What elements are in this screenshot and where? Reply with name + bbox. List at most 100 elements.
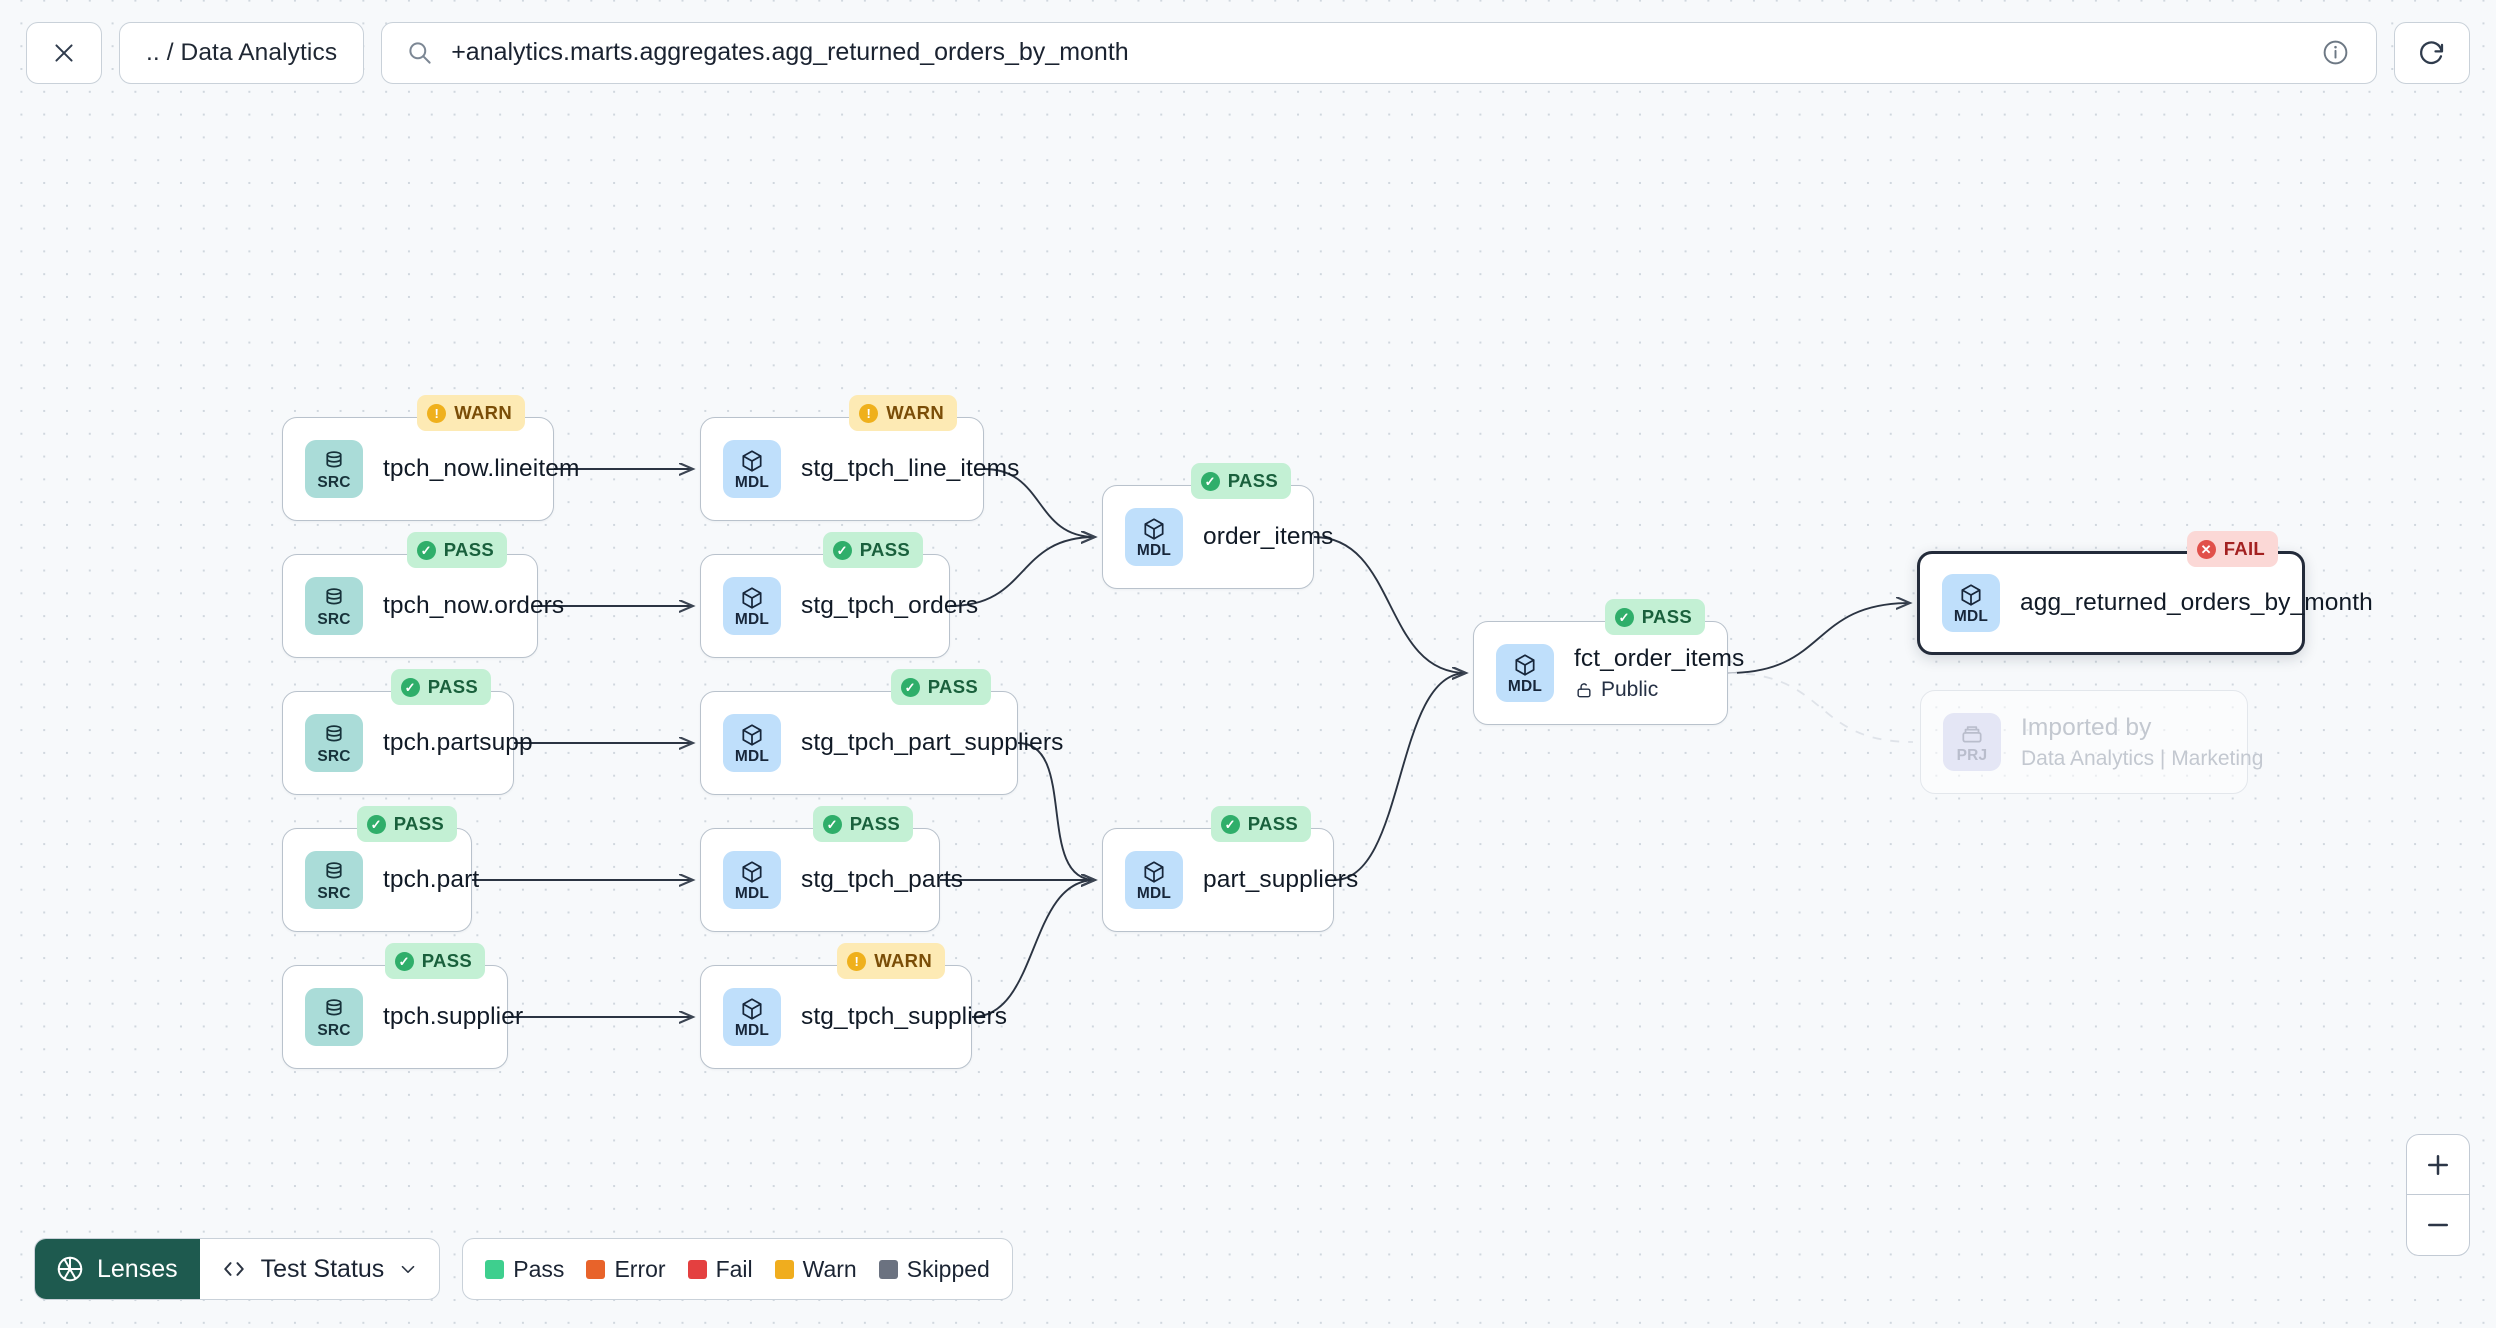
node-type-label: MDL [734, 610, 770, 628]
node-title: tpch.supplier [383, 1003, 524, 1030]
lenses-brand-button[interactable]: Lenses [35, 1239, 200, 1299]
node-title: agg_returned_orders_by_month [2020, 589, 2373, 616]
zoom-controls [2406, 1134, 2470, 1256]
node-type-tile-mdl: MDL [723, 440, 781, 498]
close-button[interactable] [26, 21, 102, 84]
pass-dot-icon: ✓ [416, 540, 436, 560]
node-labels: part_suppliers [1203, 866, 1358, 894]
database-icon [326, 587, 342, 605]
cube-icon [1144, 518, 1164, 540]
node-type-tile-mdl: MDL [1125, 851, 1183, 909]
graph-node-stg_tpch_orders[interactable]: ✓PASS MDL stg_tpch_orders [700, 532, 978, 658]
legend-item-error[interactable]: Error [586, 1256, 666, 1283]
node-labels: tpch_now.orders [383, 592, 564, 620]
cube-icon [742, 450, 762, 472]
close-icon [55, 43, 73, 62]
edge-stg_tpch_orders-to-order_items [949, 537, 1095, 607]
edge-fct_order_items-to-imported_by_project [1727, 672, 1914, 743]
node-type-tile-prj: PRJ [1943, 713, 2001, 771]
status-badge-label: WARN [886, 402, 944, 423]
legend-label: Pass [513, 1255, 565, 1282]
search-icon [409, 42, 431, 64]
status-badge-label: PASS [1641, 606, 1692, 627]
status-badge-label: PASS [393, 813, 444, 834]
legend-item-fail[interactable]: Fail [687, 1255, 753, 1283]
node-title: tpch_now.lineitem [383, 455, 580, 482]
graph-node-part_suppliers[interactable]: ✓ PASS MDL part_suppliers [1102, 806, 1358, 932]
legend-item-warn[interactable]: Warn [774, 1255, 857, 1283]
node-title: stg_tpch_line_items [801, 455, 1020, 482]
cube-icon [742, 998, 762, 1020]
legend-swatch [687, 1259, 707, 1279]
node-subtitle-text: Data Analytics | Marketing [2021, 746, 2264, 770]
status-badge: ✓ PASS [356, 806, 457, 842]
zoom-in-button[interactable] [2407, 1135, 2469, 1195]
node-type-tile-mdl: MDL [723, 714, 781, 772]
edge-part_suppliers-to-fct_order_items [1333, 673, 1466, 881]
node-type-label: MDL [734, 1021, 770, 1039]
edge-stg_tpch_suppliers-to-part_suppliers [971, 880, 1095, 1018]
status-badge-label: PASS [1247, 813, 1298, 834]
legend-label: Warn [802, 1255, 857, 1282]
node-type-label: SRC [317, 473, 351, 491]
pass-dot-icon: ✓ [366, 814, 386, 834]
node-labels: tpch_now.lineitem [383, 455, 579, 483]
refresh-button[interactable] [2394, 21, 2470, 84]
project-icon [1962, 725, 1982, 743]
info-icon[interactable] [2321, 38, 2350, 67]
search-input[interactable]: +analytics.marts.aggregates.agg_returned… [451, 38, 1129, 66]
edge-fct_order_items-to-agg_returned_orders_by_month [1727, 603, 1910, 674]
chevron-down-icon [402, 1265, 415, 1273]
pass-dot-icon: ✓ [1220, 814, 1240, 834]
node-type-tile-mdl: MDL [1942, 574, 2000, 632]
warn-dot-icon: ! [847, 951, 867, 971]
pass-dot-icon: ✓ [1200, 471, 1220, 491]
node-title: part_suppliers [1203, 866, 1359, 893]
node-title: stg_tpch_orders [801, 592, 979, 619]
status-badge: ✓PASS [822, 532, 923, 568]
search-bar[interactable]: +analytics.marts.aggregates.agg_returned… [381, 21, 2377, 84]
node-type-tile-mdl: MDL [723, 988, 781, 1046]
status-legend: Pass Error Fail Warn Skipped [462, 1238, 1013, 1300]
graph-node-stg_tpch_part_suppliers[interactable]: ✓PASS MDL stg_tpch_part_suppliers [700, 669, 1063, 795]
status-badge-label: PASS [421, 950, 472, 971]
node-title: stg_tpch_part_suppliers [801, 729, 1064, 756]
status-badge: ✓ PASS [1190, 463, 1291, 499]
cube-icon [742, 861, 762, 883]
node-type-label: MDL [734, 884, 770, 902]
status-badge: ✓PASS [390, 669, 491, 705]
legend-item-pass[interactable]: Pass [485, 1256, 564, 1283]
breadcrumb[interactable]: .. / Data Analytics [119, 21, 365, 84]
status-badge-label: WARN [874, 950, 932, 971]
legend-label: Skipped [906, 1255, 990, 1282]
test-status-dropdown[interactable]: Test Status [200, 1239, 440, 1299]
edge-order_items-to-fct_order_items [1313, 536, 1466, 673]
legend-label: Fail [715, 1255, 753, 1282]
node-labels: tpch.partsupp [383, 729, 533, 757]
status-badge: ✓PASS [812, 806, 913, 842]
database-icon [326, 724, 342, 742]
status-badge-label: PASS [849, 813, 900, 834]
node-subtitle: Data Analytics | Marketing [2021, 747, 2263, 771]
lenses-brand-label: Lenses [97, 1254, 178, 1283]
status-badge-label: PASS [1227, 470, 1278, 491]
zoom-out-button[interactable] [2407, 1195, 2469, 1255]
node-labels: stg_tpch_orders [801, 592, 978, 620]
status-badge: ✓PASS [890, 669, 991, 705]
legend-item-skipped[interactable]: Skipped [878, 1255, 990, 1283]
